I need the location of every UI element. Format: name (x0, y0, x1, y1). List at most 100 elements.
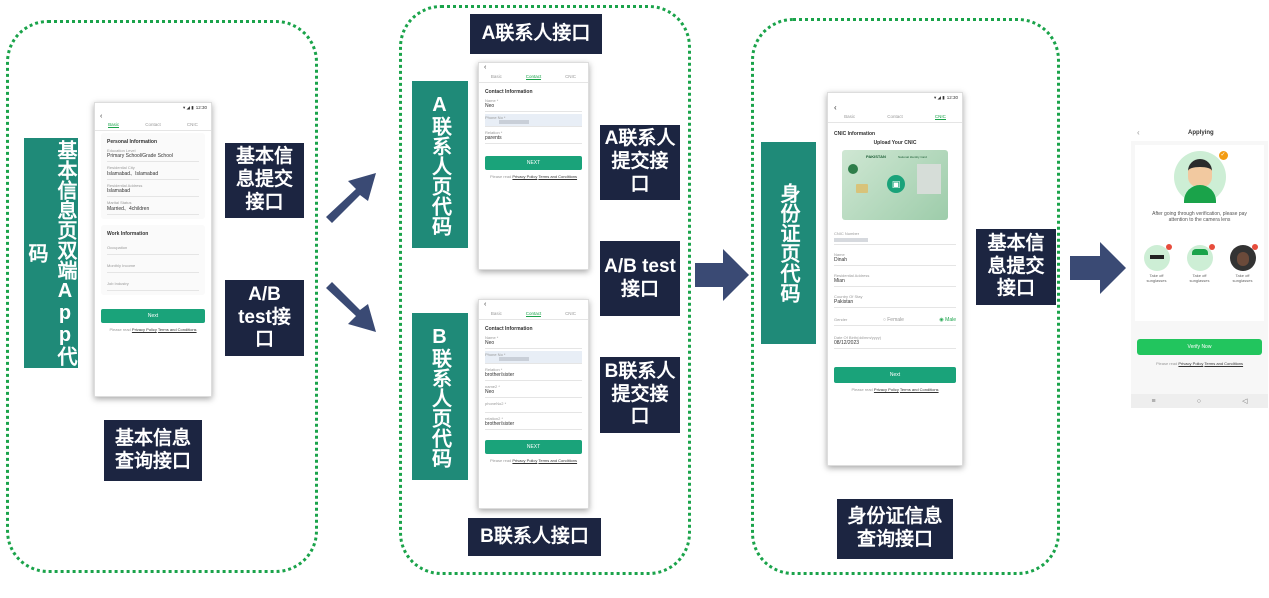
emblem-icon (848, 164, 858, 174)
home-icon[interactable]: ○ (1196, 397, 1201, 405)
field-phone[interactable]: Phone No * (485, 114, 582, 127)
status-bar: ▾ ◢ ▮ 12:30 (183, 105, 207, 110)
field-value: Dinah (834, 257, 848, 263)
field-label: Residential Address (107, 183, 143, 188)
tip-label: Take off sunglasses (1232, 273, 1253, 283)
tab-basic[interactable]: Basic (108, 122, 120, 128)
field-name2[interactable]: name2 *Neo (485, 383, 582, 398)
privacy-link[interactable]: Privacy Policy (512, 174, 538, 179)
phone-liveness: ‹ Applying ✓ After going through verific… (1131, 124, 1268, 408)
privacy-link[interactable]: Privacy Policy (512, 458, 538, 463)
tab-basic[interactable]: Basic (490, 311, 502, 316)
tab-cnic[interactable]: CNIC (565, 311, 577, 316)
menu-icon[interactable]: ≡ (1151, 397, 1156, 405)
terms-link[interactable]: Terms and Conditions (899, 387, 939, 392)
field-label: Residential City (107, 165, 135, 170)
next-button[interactable]: Next (101, 309, 205, 323)
field-label: Name * (485, 98, 499, 103)
field-relation[interactable]: Relation *parents (485, 129, 582, 144)
cnic-code-label: 身份证页代码 (761, 142, 816, 344)
contact-title: Contact Information (485, 326, 533, 332)
privacy-link[interactable]: Privacy Policy (131, 327, 157, 332)
back-icon[interactable]: ‹ (484, 301, 487, 308)
arrow-down-right-icon (326, 282, 376, 332)
field-name[interactable]: Name *Neo (485, 334, 582, 349)
footer-prefix: Please read (851, 387, 873, 392)
field-label: Occupation (107, 245, 128, 250)
next-button[interactable]: Next (834, 367, 956, 383)
group-cnic (751, 18, 1060, 575)
next-button[interactable]: NEXT (485, 156, 582, 170)
field-label: Job Industry (107, 281, 129, 286)
field-label: Name (834, 252, 845, 257)
field-cnic-number[interactable]: CNIC Number (834, 230, 956, 245)
radio-male[interactable]: ◉ Male (939, 317, 956, 323)
status-time: 12:30 (195, 105, 207, 110)
work-card: Work Information Occupation Monthly Inco… (101, 225, 205, 295)
back-icon[interactable]: ‹ (834, 103, 837, 112)
ab-test-api-label-1: A/B test接口 (225, 280, 304, 356)
cnic-query-api-label: 身份证信息查询接口 (837, 499, 953, 559)
card-name: National Identity Card (898, 155, 927, 159)
back-icon[interactable]: ‹ (484, 64, 487, 71)
field-value: Primary School/Grade School (107, 153, 173, 159)
tab-contact[interactable]: Contact (525, 74, 542, 80)
terms-link[interactable]: Terms and Conditions (1204, 361, 1244, 366)
tab-contact[interactable]: Contact (887, 114, 903, 119)
tab-contact[interactable]: Contact (145, 122, 161, 127)
chip-icon (856, 184, 868, 193)
field-label: Monthly Income (107, 263, 136, 268)
step-tabs: Basic Contact CNIC (828, 112, 962, 123)
tab-basic[interactable]: Basic (490, 74, 502, 79)
field-relation[interactable]: Relation *brother/sister (485, 366, 582, 381)
field-industry[interactable]: Job Industry (107, 275, 199, 291)
tab-basic[interactable]: Basic (844, 114, 856, 119)
tab-contact[interactable]: Contact (525, 311, 542, 317)
footer-prefix: Please read (489, 458, 512, 463)
field-value: Islamabad (107, 188, 131, 194)
field-occupation[interactable]: Occupation (107, 239, 199, 255)
tab-cnic[interactable]: CNIC (934, 114, 946, 120)
terms-link[interactable]: Terms and Conditions (538, 458, 578, 463)
field-label: Relation * (485, 367, 503, 372)
tab-cnic[interactable]: CNIC (186, 122, 198, 127)
back-icon[interactable]: ‹ (100, 113, 103, 120)
back-icon[interactable]: ‹ (1137, 128, 1140, 137)
step-tabs: Basic Contact CNIC (95, 120, 211, 131)
camera-icon[interactable]: ▣ (887, 175, 905, 193)
field-phone[interactable]: Phone No * (485, 351, 582, 364)
terms-link[interactable]: Terms and Conditions (157, 327, 197, 332)
field-name[interactable]: Name *Neo (485, 97, 582, 112)
field-label: Education Level (107, 148, 136, 153)
footer-prefix: Please read (109, 327, 131, 332)
privacy-link[interactable]: Privacy Policy (1178, 361, 1204, 366)
step-tabs: Basic Contact CNIC (479, 309, 588, 320)
field-value: Married、4children (107, 206, 150, 212)
field-income[interactable]: Monthly Income (107, 257, 199, 273)
field-dob[interactable]: Date Of Birth(dd/mm/yyyy)08/12/2023 (834, 334, 956, 349)
phone-contact-a: ‹ Basic Contact CNIC Contact Information… (478, 62, 589, 270)
tip-label: Take off sunglasses (1189, 273, 1210, 283)
field-relation2[interactable]: relation2 *brother/sister (485, 415, 582, 430)
verify-now-button[interactable]: Verify Now (1137, 339, 1262, 355)
status-time: 12:30 (946, 95, 958, 100)
basic-info-code-label: 基本信息页双端App代码 (24, 138, 78, 368)
back-nav-icon[interactable]: ◁ (1242, 398, 1248, 405)
nav-bar: ≡ ○ ◁ (1131, 394, 1268, 408)
footer-links: Please read Privacy Policy Terms and Con… (479, 174, 588, 179)
next-button[interactable]: NEXT (485, 440, 582, 454)
cnic-card-image[interactable]: PAKISTAN National Identity Card ▣ (842, 150, 948, 220)
radio-female[interactable]: ○ Female (882, 317, 904, 323)
privacy-link[interactable]: Privacy Policy (873, 387, 899, 392)
terms-link[interactable]: Terms and Conditions (538, 174, 578, 179)
tab-cnic[interactable]: CNIC (565, 74, 577, 79)
field-phone2[interactable]: phoneNo2 * (485, 400, 582, 413)
